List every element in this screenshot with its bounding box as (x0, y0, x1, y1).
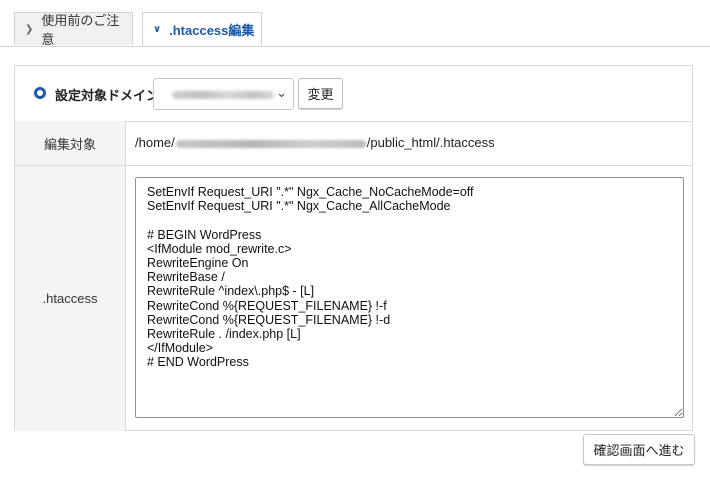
htaccess-editor[interactable] (135, 177, 684, 418)
domain-row: 設定対象ドメイン ⌄ 変更 (15, 66, 692, 122)
chevron-down-icon: ∨ (153, 24, 162, 35)
chevron-down-icon: ⌄ (276, 85, 287, 100)
tab-label: .htaccess編集 (169, 23, 255, 38)
path-suffix: /public_html/.htaccess (366, 135, 495, 150)
redacted-domain-value (172, 91, 274, 99)
confirm-next-button[interactable]: 確認画面へ進む (583, 434, 695, 465)
path-prefix: /home/ (135, 135, 175, 150)
tab-bar: ❯ 使用前のご注意 ∨ .htaccess編集 (0, 0, 710, 47)
htaccess-label: .htaccess (15, 166, 126, 431)
chevron-right-icon: ❯ (25, 23, 34, 35)
target-path: /home/ /public_html/.htaccess (135, 135, 495, 150)
tab-htaccess-edit[interactable]: ∨ .htaccess編集 (142, 12, 262, 46)
tab-precautions[interactable]: ❯ 使用前のご注意 (14, 12, 133, 47)
tab-label: 使用前のご注意 (41, 13, 120, 47)
domain-label: 設定対象ドメイン (55, 88, 160, 103)
change-button[interactable]: 変更 (298, 78, 343, 109)
edit-panel: 設定対象ドメイン ⌄ 変更 編集対象 /home/ /public_html/.h… (14, 65, 693, 431)
domain-select[interactable]: ⌄ (153, 78, 294, 110)
target-row: 編集対象 /home/ /public_html/.htaccess (15, 121, 692, 166)
target-label: 編集対象 (15, 121, 126, 165)
radio-selected-icon[interactable] (34, 87, 46, 99)
htaccess-row: .htaccess (15, 166, 692, 431)
redacted-path (175, 139, 366, 148)
